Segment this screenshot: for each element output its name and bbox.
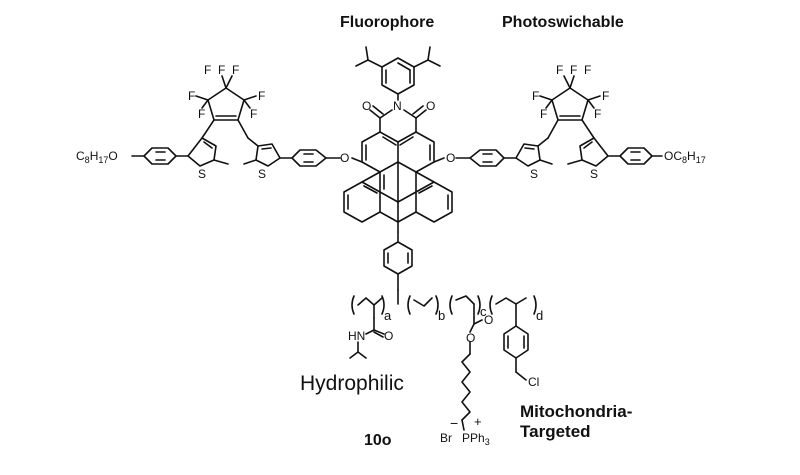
fluorine-atom: F <box>594 107 601 121</box>
photoswitchable-heading: Photoswichable <box>502 14 624 31</box>
repeat-subscript-c: c <box>480 304 487 319</box>
sulfur-atom: S <box>590 167 598 181</box>
fluorine-atom: F <box>584 63 591 77</box>
right-photoswitch-arm <box>469 75 663 167</box>
mitochondria-label-line1: Mitochondria- <box>520 402 633 421</box>
nitrogen-atom: N <box>393 99 402 113</box>
hydrophilic-label: Hydrophilic <box>300 372 404 395</box>
diisopropylphenyl-group <box>355 46 441 101</box>
oxygen-atom: O <box>484 313 493 327</box>
fluorine-atom: F <box>232 63 239 77</box>
fluorine-atom: F <box>532 89 539 103</box>
pendant-phenyl <box>383 231 413 291</box>
octyloxy-left: C8H17O <box>76 149 118 165</box>
polymer-backbone <box>351 289 537 327</box>
charge-plus: + <box>474 414 482 429</box>
oxygen-atom: O <box>340 151 349 165</box>
oxygen-atom: O <box>426 99 435 113</box>
left-photoswitch-arm <box>131 75 327 167</box>
repeat-subscript-d: d <box>536 308 543 323</box>
oxygen-atom: O <box>446 151 455 165</box>
fluorophore-heading: Fluorophore <box>340 14 435 31</box>
charge-minus: − <box>450 415 458 431</box>
fluorine-atom: F <box>198 107 205 121</box>
fluorine-atom: F <box>556 63 563 77</box>
mitochondria-label-line2: Targeted <box>520 422 591 441</box>
bromide-ion: Br <box>440 431 452 445</box>
sulfur-atom: S <box>198 167 206 181</box>
fluorine-atom: F <box>188 89 195 103</box>
fluorine-atom: F <box>570 63 577 77</box>
compound-number: 10o <box>364 432 392 449</box>
chlorine-atom: Cl <box>528 375 539 389</box>
triphenylphosphonium: PPh3 <box>462 431 490 447</box>
octyloxy-right: OC8H17 <box>664 149 706 165</box>
oxygen-atom: O <box>384 329 393 343</box>
chlorobenzyl-group <box>503 325 529 381</box>
fluorine-atom: F <box>218 63 225 77</box>
oxygen-atom: O <box>362 99 371 113</box>
phosphonium-chain <box>461 317 483 431</box>
sulfur-atom: S <box>530 167 538 181</box>
fluorine-atom: F <box>540 107 547 121</box>
atom-labels: F F F F F F F F F F F F F F S S S S N O … <box>76 63 706 447</box>
fluorine-atom: F <box>602 89 609 103</box>
nipam-side-group <box>349 317 385 359</box>
imide-ring <box>369 105 427 133</box>
fluorine-atom: F <box>258 89 265 103</box>
amide-nh: HN <box>348 329 365 343</box>
sulfur-atom: S <box>258 167 266 181</box>
fluorine-atom: F <box>250 107 257 121</box>
repeat-subscript-a: a <box>384 308 392 323</box>
perylene-core <box>343 131 453 233</box>
repeat-subscript-b: b <box>438 308 445 323</box>
fluorine-atom: F <box>204 63 211 77</box>
oxygen-atom: O <box>466 331 475 345</box>
